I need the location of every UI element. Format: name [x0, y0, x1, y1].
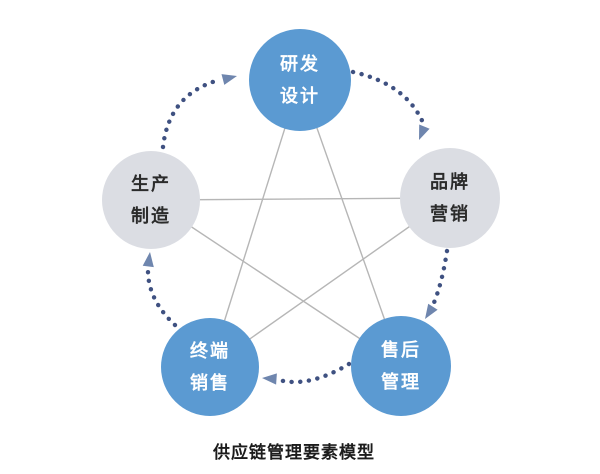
arrowhead-icon-terminal-to-production	[142, 252, 154, 268]
node-label-line: 生产	[131, 173, 171, 194]
node-label-line: 制造	[131, 206, 171, 226]
cycle-arc-aftersales-to-terminal	[276, 361, 352, 385]
arrowhead-icon-aftersales-to-terminal	[262, 373, 277, 385]
node-label-line: 研发	[280, 53, 320, 74]
node-after-sales: 售后 管理	[351, 316, 451, 416]
node-label-line: 设计	[280, 86, 320, 106]
cycle-arc-production-to-rd	[160, 77, 222, 150]
cycle-arc-brand-to-aftersales	[430, 248, 450, 308]
arrowhead-icon-brand-to-aftersales	[425, 303, 438, 319]
node-label-line: 管理	[381, 372, 421, 392]
cycle-arc-rd-to-brand	[350, 69, 427, 128]
arrowhead-icon-rd-to-brand	[419, 124, 430, 140]
diagram-title: 供应链管理要素模型	[213, 443, 375, 462]
node-label-line: 品牌	[430, 171, 470, 192]
node-production: 生产 制造	[102, 151, 200, 249]
node-label-line: 终端	[190, 340, 230, 361]
node-terminal-sales: 终端 销售	[161, 318, 259, 416]
node-label-line: 售后	[381, 339, 421, 360]
node-rd-design: 研发 设计	[249, 29, 351, 131]
node-label-line: 营销	[430, 204, 470, 224]
cycle-arc-terminal-to-production	[145, 265, 178, 328]
node-brand-marketing: 品牌 营销	[400, 148, 500, 248]
node-label-line: 销售	[190, 373, 230, 393]
arrowhead-icon-production-to-rd	[221, 74, 237, 85]
